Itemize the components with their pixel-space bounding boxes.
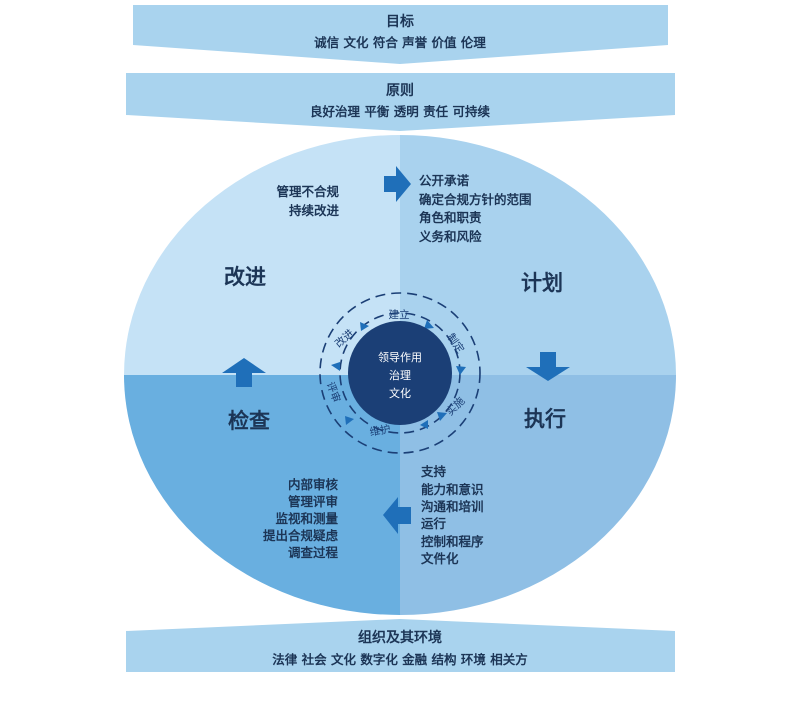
ring-arrow-icon [420, 420, 428, 429]
plan-item: 义务和风险 [418, 229, 482, 244]
arrow-left-icon [383, 497, 411, 534]
plan-item: 公开承诺 [419, 173, 470, 188]
principles-title: 原则 [386, 82, 414, 99]
execute-item: 能力和意识 [421, 482, 484, 497]
execute-item: 控制和程序 [421, 534, 484, 549]
center-leadership: 领导作用 [378, 351, 422, 364]
center-governance: 治理 [389, 368, 411, 382]
plan-items: 公开承诺 确定合规方针的范围 角色和职责 义务和风险 [418, 173, 532, 244]
center-culture: 文化 [389, 386, 411, 400]
plan-item: 确定合规方针的范围 [419, 192, 532, 207]
ring-arrow-icon [345, 416, 354, 425]
ring-arrows [331, 320, 466, 429]
principles-banner: 原则 良好治理 平衡 透明 责任 可持续 [126, 73, 675, 131]
ring-arrow-icon [360, 322, 369, 331]
principles-items: 良好治理 平衡 透明 责任 可持续 [310, 104, 490, 119]
execute-item: 沟通和培训 [421, 499, 484, 514]
organization-items: 法律 社会 文化 数字化 金融 结构 环境 相关方 [272, 652, 527, 667]
check-item: 监视和测量 [275, 511, 338, 526]
execute-item: 支持 [420, 464, 447, 479]
arrow-down-icon [526, 352, 570, 381]
check-item: 提出合规疑虑 [263, 528, 339, 543]
check-item: 内部审核 [288, 477, 339, 492]
ring-label-establish: 建立 [389, 308, 410, 321]
check-label: 检查 [228, 409, 270, 433]
ring-arrow-icon [437, 412, 447, 421]
plan-item: 角色和职责 [419, 210, 482, 225]
ring-arrow-icon [424, 320, 434, 329]
organization-banner: 组织及其环境 法律 社会 文化 数字化 金融 结构 环境 相关方 [126, 619, 675, 672]
improve-item: 持续改进 [289, 203, 340, 218]
improve-items: 管理不合规 持续改进 [276, 184, 339, 218]
organization-title: 组织及其环境 [358, 629, 442, 646]
center-ring: 建立 制定 实施 维护 评审 改进 领导作用 治理 文化 [319, 292, 481, 454]
objectives-banner: 目标 诚信 文化 符合 声誉 价值 伦理 [133, 5, 668, 64]
objectives-items: 诚信 文化 符合 声誉 价值 伦理 [314, 35, 486, 50]
check-item: 调查过程 [288, 545, 339, 560]
arrow-right-icon [384, 166, 411, 202]
execute-item: 运行 [421, 516, 447, 531]
center-circle [348, 321, 452, 425]
execute-items: 支持 能力和意识 沟通和培训 运行 控制和程序 文件化 [420, 464, 484, 566]
check-items: 内部审核 管理评审 监视和测量 提出合规疑虑 调查过程 [263, 477, 339, 560]
check-item: 管理评审 [288, 494, 338, 509]
improve-label: 改进 [224, 265, 266, 289]
plan-label: 计划 [521, 271, 563, 295]
ring-arrow-icon [456, 366, 466, 375]
objectives-title: 目标 [386, 13, 414, 30]
improve-item: 管理不合规 [276, 184, 339, 199]
execute-label: 执行 [524, 407, 566, 431]
arrow-up-icon [222, 358, 266, 387]
ring-arrow-icon [331, 362, 340, 371]
ring-label-maintain: 维护 [369, 422, 392, 438]
execute-item: 文件化 [421, 551, 459, 566]
